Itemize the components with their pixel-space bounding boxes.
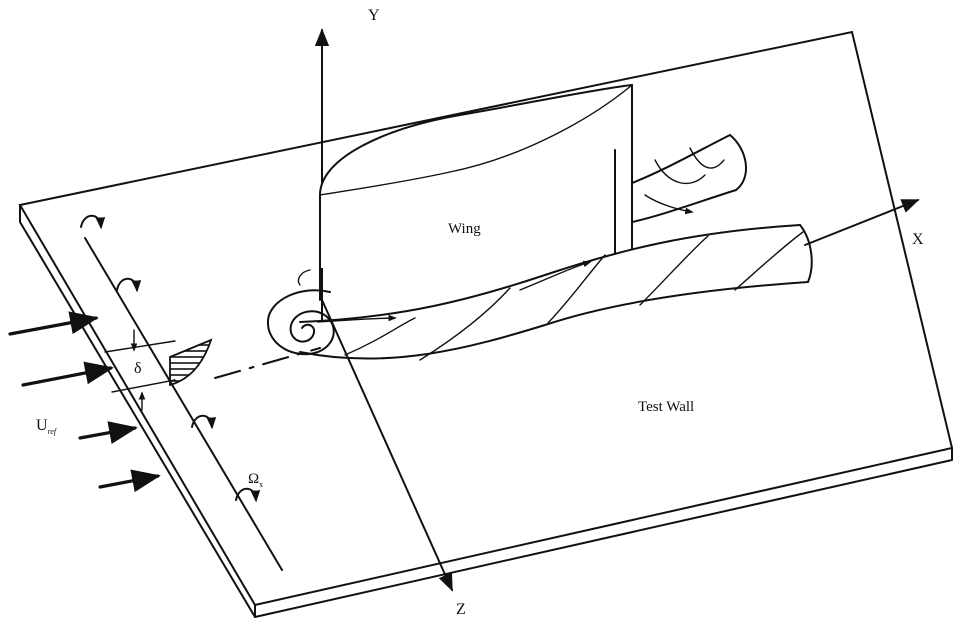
x-axis-label: X (912, 231, 924, 248)
y-axis: Y (314, 7, 380, 327)
x-axis: X (214, 199, 924, 379)
wing-label: Wing (448, 221, 481, 237)
vortex-line (80, 214, 283, 571)
omega-label: Ωx (248, 471, 263, 489)
wing: Wing (319, 84, 633, 301)
delta-label: δ (134, 360, 142, 377)
vortex-spiral (266, 289, 335, 356)
test-wall-label: Test Wall (638, 399, 694, 415)
horseshoe-vortex (266, 224, 813, 361)
y-axis-label: Y (368, 7, 380, 24)
u-ref-label: Uref (36, 417, 58, 436)
z-axis-label: Z (456, 601, 466, 618)
z-axis: Z (321, 299, 466, 618)
inflow-arrows: Uref (8, 311, 161, 493)
upper-trailing-vortex (631, 134, 748, 223)
boundary-layer-profile: δ (104, 329, 213, 411)
